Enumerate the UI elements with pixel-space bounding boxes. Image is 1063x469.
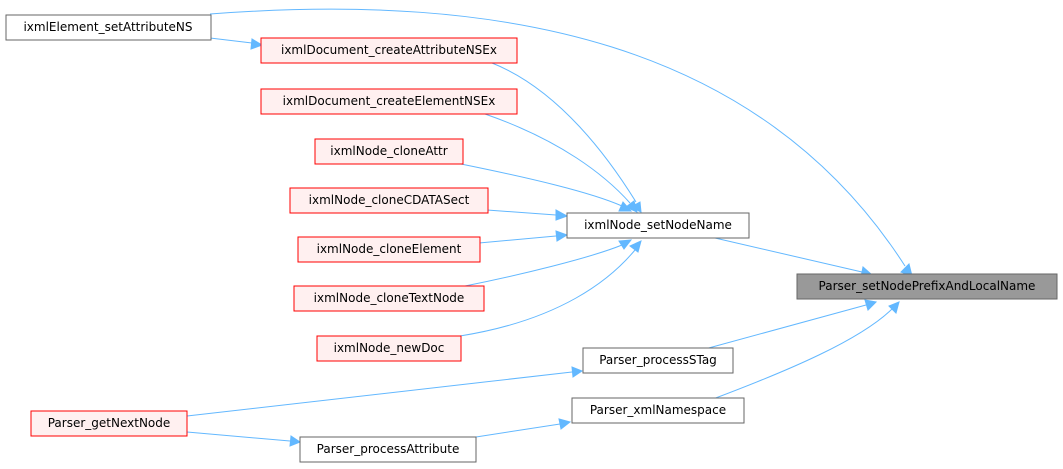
node-ixmlelement-setattributens[interactable]: ixmlElement_setAttributeNS: [5, 14, 212, 41]
edge-setnodename-to-focus: [714, 237, 874, 278]
edge-clonecdatasect-to-setnodename: [486, 209, 569, 221]
node-parser-xmlnamespace[interactable]: Parser_xmlNamespace: [571, 397, 745, 424]
node-ixmldocument-createelementnsex[interactable]: ixmlDocument_createElementNSEx: [260, 88, 518, 115]
edge-createelementnsex-to-setnodename: [484, 113, 638, 213]
node-label: ixmlElement_setAttributeNS: [23, 20, 192, 34]
node-label: Parser_processAttribute: [317, 442, 460, 456]
node-parser-getnextnode[interactable]: Parser_getNextNode: [30, 410, 188, 437]
node-label: ixmlNode_cloneCDATASect: [309, 193, 470, 207]
node-ixmlnode-clonetextnode[interactable]: ixmlNode_cloneTextNode: [293, 285, 485, 312]
node-parser-processattribute[interactable]: Parser_processAttribute: [299, 436, 477, 463]
node-label: ixmlNode_cloneTextNode: [314, 291, 465, 305]
node-label: ixmlDocument_createAttributeNSEx: [281, 43, 497, 57]
edge-getnextnode-to-processstag: [186, 366, 584, 417]
node-ixmlnode-setnodename[interactable]: ixmlNode_setNodeName: [566, 212, 750, 239]
node-label: ixmlDocument_createElementNSEx: [283, 94, 496, 108]
node-ixmlnode-newdoc[interactable]: ixmlNode_newDoc: [316, 335, 462, 362]
edge-cloneelement-to-setnodename: [478, 230, 569, 244]
edge-processstag-to-focus: [704, 299, 878, 350]
node-label: Parser_processSTag: [599, 353, 717, 367]
edge-cloneattr-to-setnodename: [460, 163, 633, 212]
node-label: Parser_setNodePrefixAndLocalName: [819, 279, 1036, 293]
node-ixmldocument-createattributensex[interactable]: ixmlDocument_createAttributeNSEx: [260, 37, 518, 64]
node-label: ixmlNode_cloneAttr: [330, 144, 447, 158]
edge-xmlnamespace-to-focus: [712, 301, 900, 400]
edge-newdoc-to-setnodename: [459, 240, 642, 337]
edge-clonetextnode-to-setnodename: [464, 239, 633, 287]
node-parser-processstag[interactable]: Parser_processSTag: [582, 347, 734, 374]
node-label: Parser_xmlNamespace: [590, 403, 726, 417]
node-label: ixmlNode_setNodeName: [584, 218, 732, 232]
node-ixmlnode-clonecdatasect[interactable]: ixmlNode_cloneCDATASect: [289, 187, 489, 214]
edge-getnextnode-to-processattribute: [186, 431, 302, 447]
node-label: ixmlNode_cloneElement: [317, 242, 462, 256]
node-label: Parser_getNextNode: [48, 416, 171, 430]
node-parser-setnodeprefixandlocalname[interactable]: Parser_setNodePrefixAndLocalName: [796, 273, 1058, 300]
edge-setattributens-to-createattributensex: [209, 37, 264, 50]
edge-processattribute-to-xmlnamespace: [475, 418, 572, 438]
node-label: ixmlNode_newDoc: [334, 341, 445, 355]
edge-createattributensex-to-setnodename: [491, 62, 642, 213]
node-ixmlnode-cloneattr[interactable]: ixmlNode_cloneAttr: [314, 138, 464, 165]
node-ixmlnode-cloneelement[interactable]: ixmlNode_cloneElement: [297, 236, 481, 263]
